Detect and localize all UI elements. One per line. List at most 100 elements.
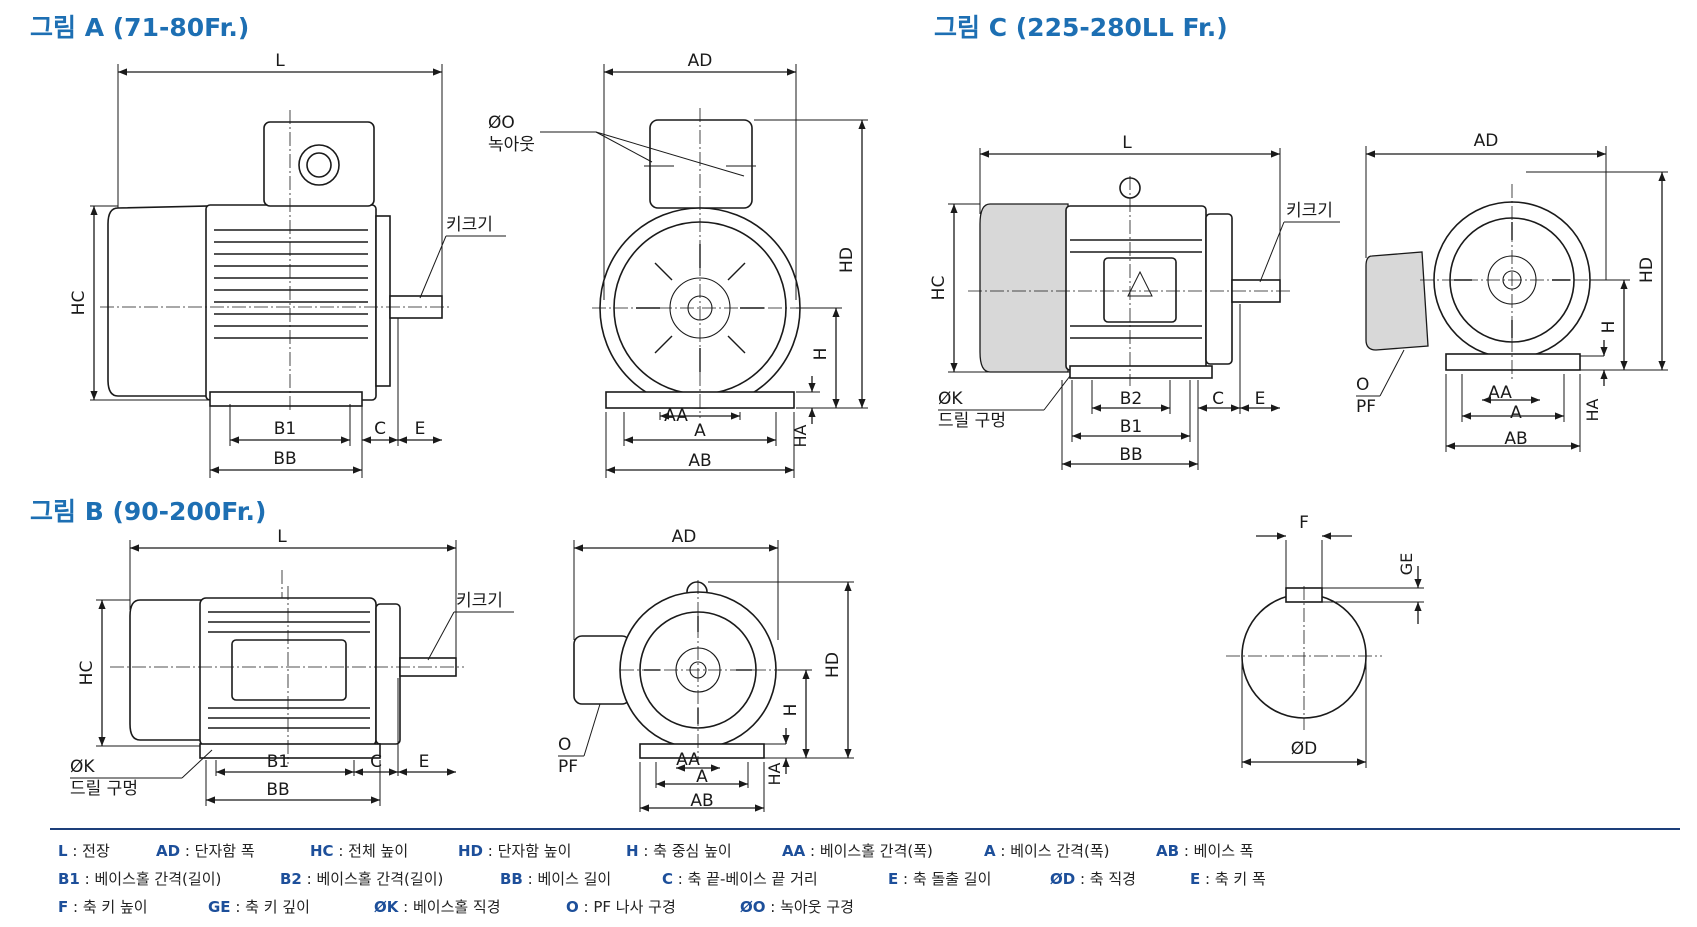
figure-c-side-view: L HC 키크기 ØK 드릴 구멍 B2 C E B1 BB — [929, 133, 1340, 470]
fig-c-label-L: L — [1122, 133, 1132, 153]
detail-label-D: ØD — [1291, 739, 1317, 759]
fig-a-label-HC: HC — [69, 291, 89, 316]
front-bracket — [375, 215, 391, 387]
figure-c-title: 그림 C (225-280LL Fr.) — [934, 13, 1228, 42]
figure-a-title: 그림 A (71-80Fr.) — [30, 13, 249, 42]
fig-b-label-drill-hole: 드릴 구멍 — [70, 779, 138, 799]
legend-item: HD : 단자함 높이 — [458, 842, 572, 860]
fig-a-label-AA: AA — [664, 406, 688, 426]
fig-c-label-drill-hole: 드릴 구멍 — [938, 411, 1006, 431]
cooling-fins — [214, 229, 368, 339]
detail-label-F: F — [1299, 513, 1309, 533]
fig-b-label-BB: BB — [266, 780, 289, 800]
fig-c-label-PF: PF — [1356, 397, 1376, 417]
fig-a-label-L: L — [275, 51, 285, 71]
legend-item: ØK : 베이스홀 직경 — [374, 898, 501, 916]
base-feet-c — [1069, 365, 1213, 379]
fig-b-label-C: C — [370, 752, 382, 772]
legend-item: ØO : 녹아웃 구경 — [740, 898, 854, 916]
fig-b-label-HA: HA — [765, 762, 784, 785]
legend-row-1: L : 전장 AD : 단자함 폭 HC : 전체 높이 HD : 단자함 높이… — [0, 840, 1697, 864]
fig-c-label-HA: HA — [1583, 398, 1602, 421]
legend-item: E : 축 돌출 길이 — [888, 870, 992, 888]
legend-item: AB : 베이스 폭 — [1156, 842, 1254, 860]
fig-c-label-A: A — [1510, 403, 1522, 423]
fig-b-label-AD: AD — [672, 527, 697, 547]
fig-a-label-key-size: 키크기 — [446, 215, 493, 235]
legend-divider — [50, 828, 1680, 830]
legend-item: A : 베이스 간격(폭) — [984, 842, 1110, 860]
fig-b-label-AA: AA — [676, 750, 700, 770]
figure-a-side-view: L HC 키크기 B1 C E BB — [69, 51, 506, 478]
fig-c-label-BB: BB — [1119, 445, 1142, 465]
legend-row-3: F : 축 키 높이 GE : 축 키 깊이 ØK : 베이스홀 직경 O : … — [0, 896, 1697, 920]
fan-cover — [107, 205, 211, 397]
fig-c-label-K: ØK — [938, 389, 963, 409]
fig-c-label-HD: HD — [1637, 257, 1657, 283]
legend-item: B2 : 베이스홀 간격(길이) — [280, 870, 444, 888]
figure-b-front-view: AD HD H HA AA A AB O PF — [558, 527, 854, 812]
fig-c-label-AD: AD — [1474, 131, 1499, 151]
legend-item: C : 축 끝-베이스 끝 거리 — [662, 870, 818, 888]
fan-cover-c — [979, 203, 1069, 373]
fig-a-label-E: E — [415, 419, 426, 439]
legend-item: O : PF 나사 구경 — [566, 898, 676, 916]
legend-item: H : 축 중심 높이 — [626, 842, 732, 860]
terminal-box-b — [231, 639, 347, 701]
fig-b-label-key-size: 키크기 — [456, 591, 503, 611]
cooling-fins-c — [1070, 239, 1202, 339]
fig-b-label-K: ØK — [70, 757, 95, 777]
fig-b-label-E: E — [419, 752, 430, 772]
fig-b-label-H: H — [781, 704, 801, 717]
figure-b-title: 그림 B (90-200Fr.) — [30, 497, 266, 526]
side-terminal-box-c — [1365, 251, 1429, 351]
fig-c-label-AA: AA — [1488, 383, 1512, 403]
fig-a-label-B1: B1 — [274, 419, 296, 439]
fig-a-label-C: C — [374, 419, 386, 439]
fig-c-label-C: C — [1212, 389, 1224, 409]
fig-b-label-B1: B1 — [267, 752, 289, 772]
front-bracket-b — [375, 603, 401, 745]
fig-c-label-E: E — [1255, 389, 1266, 409]
figure-c-front-view: AD HD H HA AA A AB O PF — [1356, 131, 1668, 452]
fig-a-label-HD: HD — [837, 247, 857, 273]
fig-b-label-HC: HC — [77, 661, 97, 686]
fig-a-label-AD: AD — [688, 51, 713, 71]
cooling-fins-b — [208, 611, 370, 729]
fig-b-label-AB: AB — [690, 791, 713, 811]
fig-b-label-L: L — [277, 527, 287, 547]
legend-item: AA : 베이스홀 간격(폭) — [782, 842, 933, 860]
legend-item: E : 축 키 폭 — [1190, 870, 1266, 888]
legend-item: GE : 축 키 깊이 — [208, 898, 310, 916]
fig-a-label-knockout: 녹아웃 — [488, 135, 535, 155]
base-feet-b — [199, 743, 381, 759]
fig-a-label-H: H — [811, 348, 831, 361]
figure-b-side-view: L HC 키크기 ØK 드릴 구멍 B1 C E BB — [70, 527, 514, 806]
fig-c-label-HC: HC — [929, 276, 949, 301]
legend-item: L : 전장 — [58, 842, 110, 860]
figure-a-front-view: AD HD H HA AA A AB ØO 녹아웃 — [488, 51, 868, 478]
terminal-box-c — [1103, 257, 1177, 323]
fig-a-label-BB: BB — [273, 449, 296, 469]
fan-cover-b — [129, 599, 203, 741]
legend-item: F : 축 키 높이 — [58, 898, 148, 916]
legend-row-2: B1 : 베이스홀 간격(길이) B2 : 베이스홀 간격(길이) BB : 베… — [0, 868, 1697, 892]
legend-item: HC : 전체 높이 — [310, 842, 409, 860]
legend-item: B1 : 베이스홀 간격(길이) — [58, 870, 222, 888]
base-feet-c-front — [1445, 353, 1581, 371]
shaft-key-detail: F GE ØD — [1226, 513, 1424, 768]
fig-c-label-AB: AB — [1504, 429, 1527, 449]
fig-c-label-B1: B1 — [1120, 417, 1142, 437]
legend-item: AD : 단자함 폭 — [156, 842, 255, 860]
fig-a-label-A: A — [694, 421, 706, 441]
fig-c-label-key-size: 키크기 — [1286, 201, 1333, 221]
fig-b-label-O: O — [558, 735, 571, 755]
fig-b-label-A: A — [696, 767, 708, 787]
fig-a-label-HA: HA — [791, 424, 810, 447]
detail-label-GE: GE — [1397, 553, 1416, 576]
legend-item: BB : 베이스 길이 — [500, 870, 612, 888]
legend: L : 전장 AD : 단자함 폭 HC : 전체 높이 HD : 단자함 높이… — [0, 828, 1697, 927]
fig-b-label-HD: HD — [823, 652, 843, 678]
base-feet-b-front — [639, 743, 765, 759]
fig-a-label-AB: AB — [688, 451, 711, 471]
